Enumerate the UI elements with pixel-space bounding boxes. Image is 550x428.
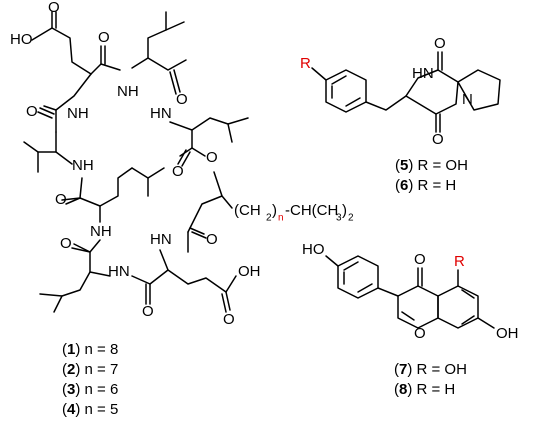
bond xyxy=(131,167,149,197)
atom-fatty-chain-close-2: ) xyxy=(342,202,347,219)
atom-fatty-chain-tail: -CH(CH xyxy=(285,202,338,219)
atom-h-n: HN xyxy=(108,263,130,280)
bond xyxy=(31,27,92,75)
bond xyxy=(345,97,361,107)
compound-label-1: (1) n = 8 xyxy=(62,341,118,358)
cyclic-lipopeptide-structure: HO O O NH NH O NH O NH O HN xyxy=(10,0,354,328)
bond xyxy=(39,107,55,115)
atom-o: O xyxy=(26,103,38,120)
compound-label-2: (2) n = 7 xyxy=(62,361,118,378)
bond xyxy=(325,255,339,267)
bond xyxy=(89,251,111,277)
bond xyxy=(90,63,121,75)
bond xyxy=(227,123,233,143)
atom-n-h: NH xyxy=(72,157,94,174)
atom-h-n: HN xyxy=(150,105,172,122)
bond xyxy=(173,69,181,93)
atom-o: O xyxy=(55,191,67,208)
bond xyxy=(377,287,399,297)
bond xyxy=(311,67,327,81)
atom-n-h: NH xyxy=(90,223,112,240)
atom-fatty-chain-n: n xyxy=(278,213,284,224)
bond xyxy=(225,275,237,293)
bond xyxy=(53,271,91,313)
bond xyxy=(221,293,227,313)
resorcinol-ring xyxy=(437,285,479,329)
atom-o-h: OH xyxy=(496,325,519,342)
substituent-r: R xyxy=(454,253,465,270)
bond xyxy=(191,147,206,157)
atom-h-n: HN xyxy=(150,231,172,248)
atom-o: O xyxy=(176,91,188,108)
bond xyxy=(169,117,249,131)
bond xyxy=(65,197,81,205)
atom-o: O xyxy=(206,231,218,248)
atom-n-h: NH xyxy=(117,83,139,100)
pyrrolidine-ring xyxy=(457,69,501,111)
atom-ho: HO xyxy=(10,31,33,48)
compound-label-3: (3) n = 6 xyxy=(62,381,118,398)
atom-o: O xyxy=(432,131,444,148)
atom-fatty-chain-sub-3: 3 xyxy=(336,213,342,224)
substituent-r: R xyxy=(300,55,311,72)
bond xyxy=(477,317,495,329)
bond xyxy=(169,71,177,95)
diketopiperazine-structure: R HN N O O xyxy=(300,35,501,148)
atom-o: O xyxy=(48,0,60,16)
atom-o: O xyxy=(223,311,235,328)
bond xyxy=(225,291,231,311)
atom-o: O xyxy=(60,235,72,252)
atom-o: O xyxy=(206,149,218,166)
bond xyxy=(167,269,227,293)
bond xyxy=(213,171,233,209)
bond xyxy=(165,21,185,31)
bond xyxy=(55,131,73,165)
bond xyxy=(23,141,57,153)
bond xyxy=(331,75,347,85)
bond xyxy=(343,261,359,271)
atom-fatty-chain-open: (CH xyxy=(234,202,261,219)
atom-n-h: NH xyxy=(67,105,89,122)
compound-label-6: (6) R = H xyxy=(395,177,456,194)
bond xyxy=(37,111,53,119)
bond xyxy=(131,11,167,69)
bond xyxy=(147,57,187,71)
bond xyxy=(131,249,169,285)
atom-o: O xyxy=(434,35,446,52)
bond xyxy=(365,95,407,111)
bond xyxy=(39,293,63,297)
compound-label-7: (7) R = OH xyxy=(394,361,467,378)
bond xyxy=(179,147,193,157)
bond xyxy=(461,289,475,299)
bond xyxy=(73,243,91,253)
bond xyxy=(401,311,415,321)
atom-fatty-chain-close: ) xyxy=(272,202,277,219)
isoflavone-structure: HO O O R OH xyxy=(302,241,519,342)
atom-o: O xyxy=(172,163,184,180)
compound-label-4: (4) n = 5 xyxy=(62,401,118,418)
bond xyxy=(461,315,475,325)
pyranone-ring xyxy=(397,285,439,329)
bond xyxy=(177,149,187,165)
bond xyxy=(181,151,191,167)
compound-label-5: (5) R = OH xyxy=(395,157,468,174)
atom-o: O xyxy=(98,29,110,46)
atom-h-o: HO xyxy=(302,241,325,258)
compound-label-8: (8) R = H xyxy=(394,381,455,398)
bond xyxy=(147,167,165,179)
bond xyxy=(43,73,92,111)
atom-o: O xyxy=(142,303,154,320)
atom-o: O xyxy=(414,251,426,268)
atom-fatty-chain-sub: 2 xyxy=(266,213,272,224)
bond xyxy=(187,195,223,233)
bond xyxy=(189,227,205,235)
atom-fatty-chain-sub-2: 2 xyxy=(348,213,354,224)
atom-o: O xyxy=(414,325,426,342)
bond xyxy=(357,283,373,293)
atom-o-h: OH xyxy=(238,263,261,280)
atom-h-n: HN xyxy=(412,65,434,82)
bond xyxy=(191,231,207,239)
bond xyxy=(79,167,133,207)
